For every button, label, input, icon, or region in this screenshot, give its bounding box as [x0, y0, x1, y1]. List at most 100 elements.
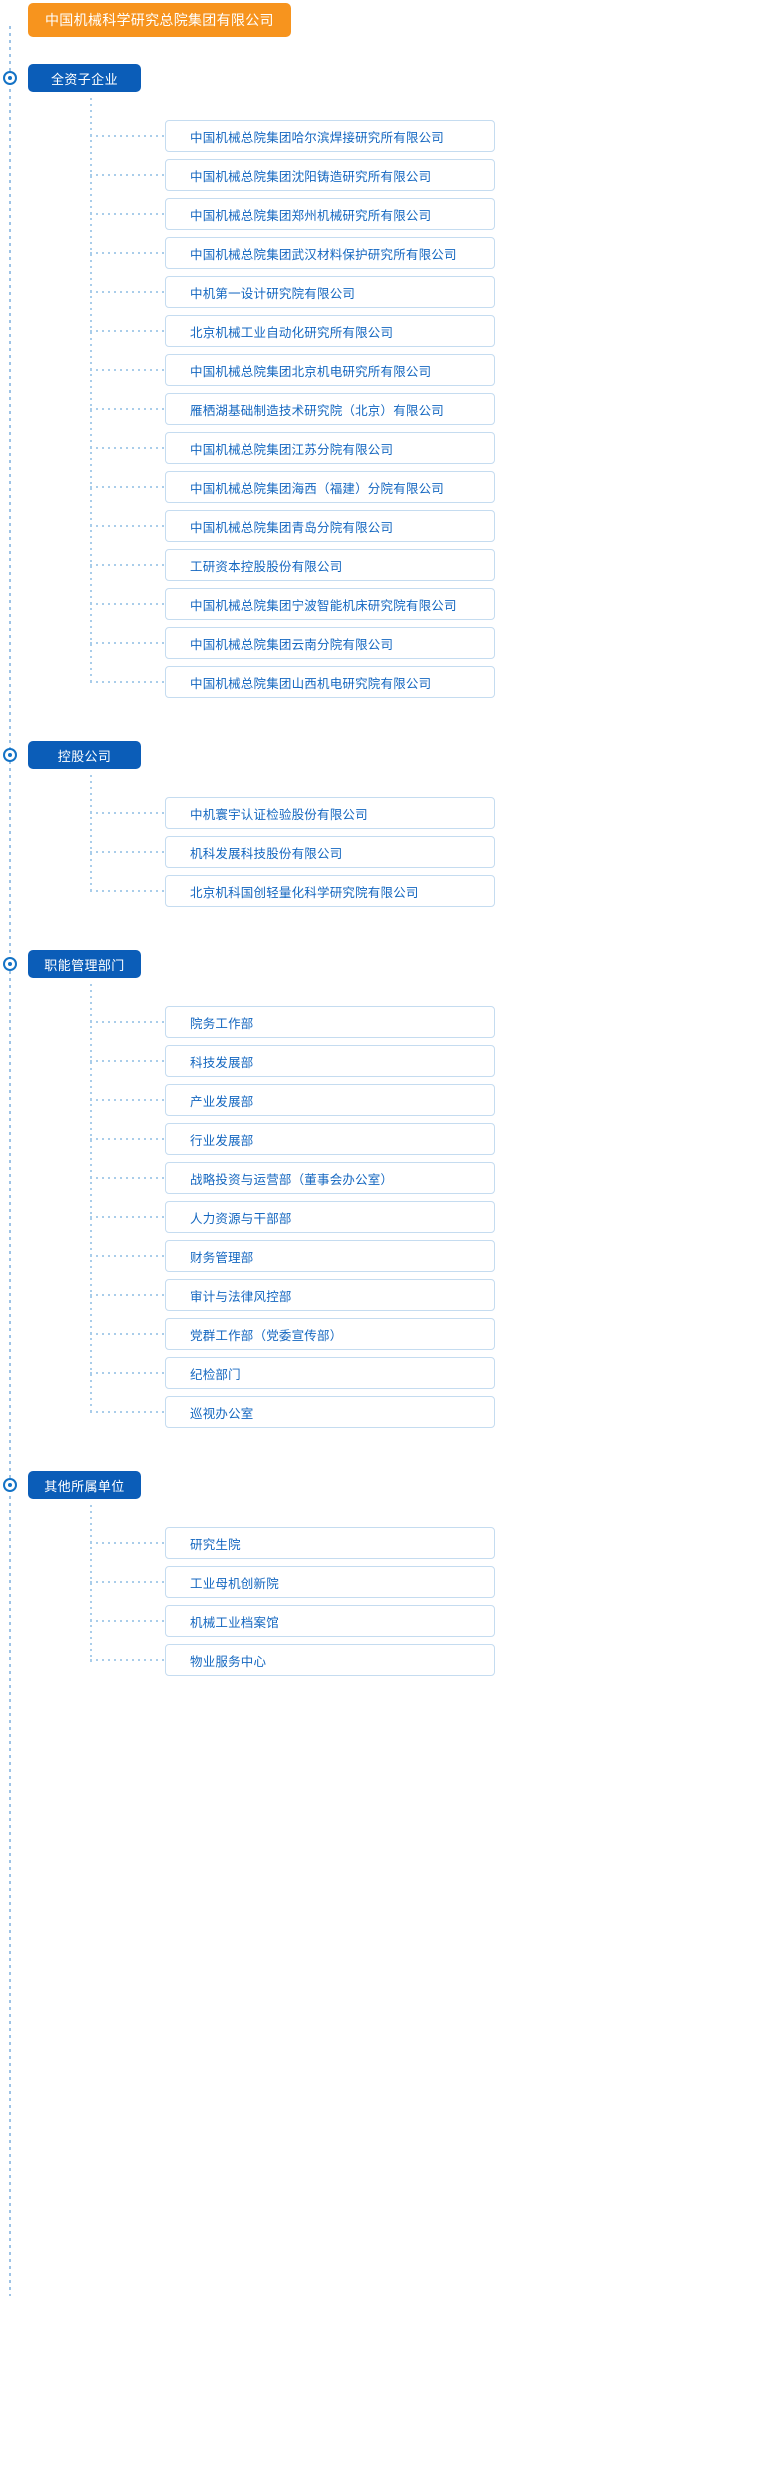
- org-item-label: 机械工业档案馆: [190, 1615, 279, 1630]
- org-item-label: 财务管理部: [190, 1250, 254, 1265]
- org-item-box[interactable]: 科技发展部: [165, 1045, 495, 1077]
- org-item-label: 中国机械总院集团北京机电研究所有限公司: [190, 364, 432, 379]
- org-item-label: 中国机械总院集团云南分院有限公司: [190, 637, 394, 652]
- item-connector-line: [90, 1333, 165, 1335]
- org-item-label: 纪检部门: [190, 1367, 241, 1382]
- section-title-2[interactable]: 控股公司: [28, 741, 141, 769]
- org-item-box[interactable]: 工业母机创新院: [165, 1566, 495, 1598]
- item-connector-line: [90, 1372, 165, 1374]
- org-item-label: 行业发展部: [190, 1133, 254, 1148]
- item-connector-line: [90, 252, 165, 254]
- org-item-label: 中机寰宇认证检验股份有限公司: [190, 807, 368, 822]
- section-marker-3: [3, 957, 17, 971]
- section-title-4[interactable]: 其他所属单位: [28, 1471, 141, 1499]
- org-item-label: 战略投资与运营部（董事会办公室）: [190, 1172, 394, 1187]
- org-item-box[interactable]: 中国机械总院集团江苏分院有限公司: [165, 432, 495, 464]
- org-item-label: 工研资本控股股份有限公司: [190, 559, 343, 574]
- section-title-label: 其他所属单位: [44, 1478, 125, 1494]
- item-connector-line: [90, 174, 165, 176]
- org-item-box[interactable]: 物业服务中心: [165, 1644, 495, 1676]
- org-item-box[interactable]: 中国机械总院集团北京机电研究所有限公司: [165, 354, 495, 386]
- org-item-box[interactable]: 中国机械总院集团山西机电研究院有限公司: [165, 666, 495, 698]
- org-item-label: 中国机械总院集团宁波智能机床研究院有限公司: [190, 598, 457, 613]
- org-item-label: 中国机械总院集团山西机电研究院有限公司: [190, 676, 432, 691]
- org-item-label: 物业服务中心: [190, 1654, 267, 1669]
- org-item-label: 中国机械总院集团武汉材料保护研究所有限公司: [190, 247, 457, 262]
- root-node[interactable]: 中国机械科学研究总院集团有限公司: [28, 3, 291, 37]
- org-item-box[interactable]: 中国机械总院集团武汉材料保护研究所有限公司: [165, 237, 495, 269]
- item-connector-line: [90, 525, 165, 527]
- org-item-label: 中国机械总院集团哈尔滨焊接研究所有限公司: [190, 130, 445, 145]
- org-item-box[interactable]: 中机第一设计研究院有限公司: [165, 276, 495, 308]
- org-item-box[interactable]: 产业发展部: [165, 1084, 495, 1116]
- org-item-label: 中国机械总院集团沈阳铸造研究所有限公司: [190, 169, 432, 184]
- org-item-box[interactable]: 中机寰宇认证检验股份有限公司: [165, 797, 495, 829]
- org-item-box[interactable]: 党群工作部（党委宣传部）: [165, 1318, 495, 1350]
- org-item-box[interactable]: 战略投资与运营部（董事会办公室）: [165, 1162, 495, 1194]
- org-item-box[interactable]: 财务管理部: [165, 1240, 495, 1272]
- item-connector-line: [90, 1659, 165, 1661]
- item-connector-line: [90, 1620, 165, 1622]
- org-item-label: 北京机科国创轻量化科学研究院有限公司: [190, 885, 419, 900]
- item-connector-line: [90, 642, 165, 644]
- item-connector-line: [90, 291, 165, 293]
- org-item-label: 产业发展部: [190, 1094, 254, 1109]
- org-item-box[interactable]: 中国机械总院集团沈阳铸造研究所有限公司: [165, 159, 495, 191]
- section-item-rail-1: [90, 98, 92, 684]
- org-item-label: 党群工作部（党委宣传部）: [190, 1328, 343, 1343]
- section-item-rail-4: [90, 1505, 92, 1662]
- section-title-1[interactable]: 全资子企业: [28, 64, 141, 92]
- org-item-label: 科技发展部: [190, 1055, 254, 1070]
- item-connector-line: [90, 213, 165, 215]
- section-title-label: 职能管理部门: [44, 957, 125, 973]
- org-item-box[interactable]: 中国机械总院集团云南分院有限公司: [165, 627, 495, 659]
- org-item-label: 中国机械总院集团江苏分院有限公司: [190, 442, 394, 457]
- org-item-label: 北京机械工业自动化研究所有限公司: [190, 325, 394, 340]
- org-item-box[interactable]: 审计与法律风控部: [165, 1279, 495, 1311]
- item-connector-line: [90, 1177, 165, 1179]
- org-item-box[interactable]: 巡视办公室: [165, 1396, 495, 1428]
- org-item-box[interactable]: 北京机械工业自动化研究所有限公司: [165, 315, 495, 347]
- item-connector-line: [90, 369, 165, 371]
- item-connector-line: [90, 564, 165, 566]
- section-item-rail-3: [90, 984, 92, 1414]
- org-item-box[interactable]: 北京机科国创轻量化科学研究院有限公司: [165, 875, 495, 907]
- org-item-label: 机科发展科技股份有限公司: [190, 846, 343, 861]
- org-item-box[interactable]: 雁栖湖基础制造技术研究院（北京）有限公司: [165, 393, 495, 425]
- item-connector-line: [90, 812, 165, 814]
- item-connector-line: [90, 890, 165, 892]
- org-item-label: 中国机械总院集团郑州机械研究所有限公司: [190, 208, 432, 223]
- section-item-rail-2: [90, 775, 92, 893]
- org-item-box[interactable]: 行业发展部: [165, 1123, 495, 1155]
- item-connector-line: [90, 603, 165, 605]
- main-vertical-rail: [9, 26, 11, 2296]
- org-item-box[interactable]: 中国机械总院集团宁波智能机床研究院有限公司: [165, 588, 495, 620]
- org-item-box[interactable]: 机科发展科技股份有限公司: [165, 836, 495, 868]
- org-item-box[interactable]: 研究生院: [165, 1527, 495, 1559]
- section-title-3[interactable]: 职能管理部门: [28, 950, 141, 978]
- section-marker-2: [3, 748, 17, 762]
- section-marker-4: [3, 1478, 17, 1492]
- org-item-box[interactable]: 中国机械总院集团海西（福建）分院有限公司: [165, 471, 495, 503]
- org-item-box[interactable]: 中国机械总院集团哈尔滨焊接研究所有限公司: [165, 120, 495, 152]
- section-title-label: 控股公司: [57, 748, 112, 764]
- item-connector-line: [90, 486, 165, 488]
- item-connector-line: [90, 681, 165, 683]
- org-item-box[interactable]: 纪检部门: [165, 1357, 495, 1389]
- org-item-label: 中国机械总院集团青岛分院有限公司: [190, 520, 394, 535]
- org-item-box[interactable]: 机械工业档案馆: [165, 1605, 495, 1637]
- section-marker-1: [3, 71, 17, 85]
- org-item-box[interactable]: 中国机械总院集团青岛分院有限公司: [165, 510, 495, 542]
- item-connector-line: [90, 447, 165, 449]
- org-item-label: 审计与法律风控部: [190, 1289, 292, 1304]
- org-item-box[interactable]: 人力资源与干部部: [165, 1201, 495, 1233]
- item-connector-line: [90, 135, 165, 137]
- org-item-box[interactable]: 工研资本控股股份有限公司: [165, 549, 495, 581]
- item-connector-line: [90, 1216, 165, 1218]
- item-connector-line: [90, 1255, 165, 1257]
- org-item-label: 中机第一设计研究院有限公司: [190, 286, 356, 301]
- item-connector-line: [90, 1581, 165, 1583]
- org-item-box[interactable]: 中国机械总院集团郑州机械研究所有限公司: [165, 198, 495, 230]
- org-item-box[interactable]: 院务工作部: [165, 1006, 495, 1038]
